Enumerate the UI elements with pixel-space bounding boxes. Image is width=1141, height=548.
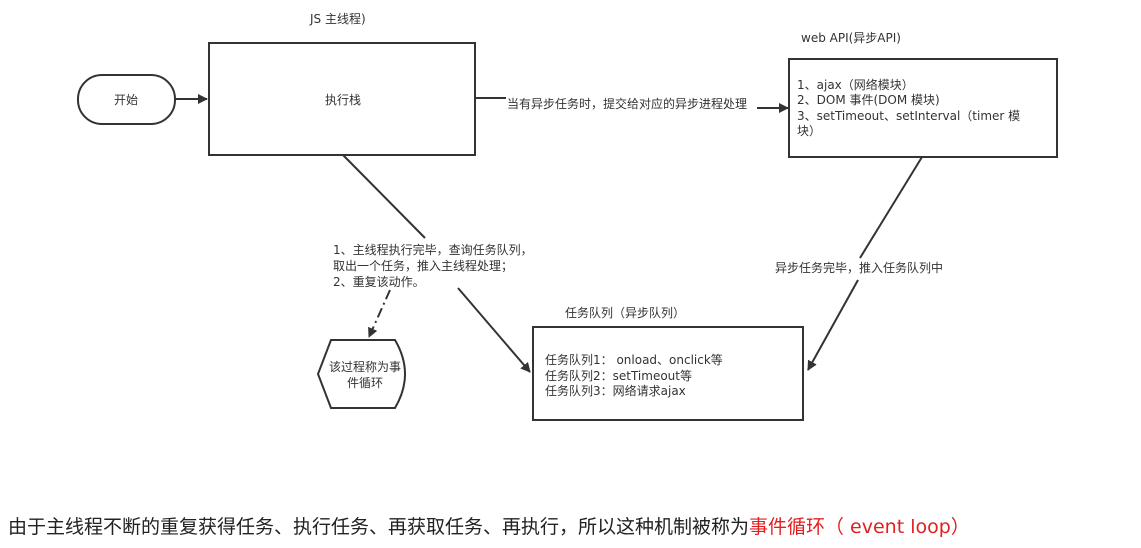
submit-edge-label: 当有异步任务时，提交给对应的异步进程处理 [507, 96, 747, 111]
task-queue-line: 任务队列1： onload、onclick等 [545, 352, 723, 367]
complete-arrow-top [859, 156, 923, 259]
web-api-line: 1、ajax（网络模块） [797, 77, 914, 92]
loop-edge-line: 2、重复该动作。 [333, 275, 425, 289]
event-loop-note-line: 件循环 [347, 376, 383, 390]
loop-edge-line: 取出一个任务，推入主线程处理； [333, 258, 513, 273]
web-api-line: 块） [797, 124, 821, 138]
task-queue-line: 任务队列3：网络请求ajax [545, 383, 686, 398]
task-queue-title: 任务队列（异步队列） [565, 305, 685, 320]
caption-highlight: 事件循环（ event loop） [749, 516, 970, 538]
loop-arrow-bottom [457, 287, 531, 373]
event-loop-note-shape [316, 339, 406, 409]
loop-edge-line: 1、主线程执行完毕，查询任务队列， [333, 242, 533, 257]
task-queue-box [532, 326, 804, 421]
execution-stack-label: 执行栈 [325, 92, 361, 107]
web-api-line: 2、DOM 事件(DOM 模块) [797, 93, 940, 107]
caption-text: 由于主线程不断的重复获得任务、执行任务、再获取任务、再执行，所以这种机制被称为 [8, 516, 750, 538]
event-loop-note-line: 该过程称为事 [329, 359, 401, 374]
start-label: 开始 [114, 93, 138, 107]
caption: 由于主线程不断的重复获得任务、执行任务、再获取任务、再执行，所以这种机制被称为事… [8, 512, 970, 539]
event-loop-dashed-arrow [368, 289, 391, 338]
web-api-box [788, 58, 1058, 158]
loop-arrow-top [342, 154, 426, 239]
complete-arrow-bottom [807, 279, 859, 371]
main-thread-title: JS 主线程) [309, 11, 366, 26]
web-api-line: 3、setTimeout、setInterval（timer 模 [797, 109, 1020, 123]
complete-edge-label: 异步任务完毕，推入任务队列中 [775, 260, 943, 275]
web-api-title: web API(异步API) [801, 31, 901, 45]
execution-stack-box [208, 42, 476, 156]
task-queue-line: 任务队列2：setTimeout等 [545, 368, 692, 383]
